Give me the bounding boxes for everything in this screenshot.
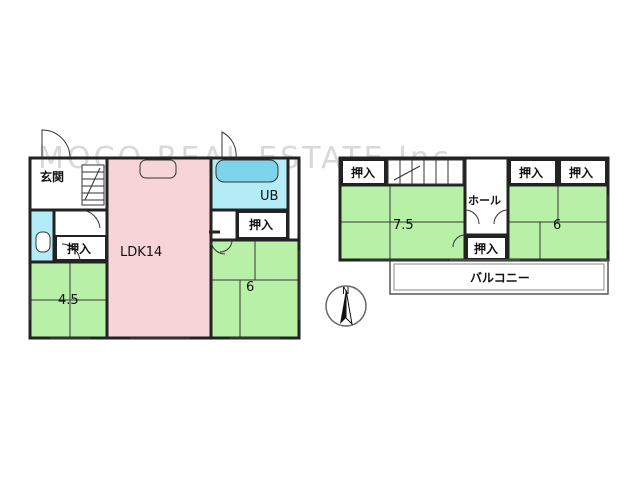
- room-upper-right-label: 6: [553, 218, 561, 233]
- stairs-floor2: [387, 159, 464, 185]
- closet-right-label: 押入: [249, 217, 273, 232]
- floor-1: 玄関 押入 4.5 LDK14 UB 押入 6: [28, 129, 301, 340]
- floor1-inner-walls: [30, 158, 299, 338]
- closet-upper-1-label: 押入: [351, 165, 375, 180]
- closet-left-label: 押入: [67, 241, 91, 256]
- windows-floor1: [29, 250, 300, 339]
- closet-upper-4-label: 押入: [474, 241, 498, 256]
- closet-upper-4: [466, 236, 507, 260]
- windows-floor2: [360, 195, 609, 261]
- room-upper-left-label: 7.5: [393, 218, 414, 233]
- toilet-icon: [35, 231, 51, 253]
- ldk-fill: [107, 158, 211, 338]
- compass: N: [325, 285, 367, 327]
- tatami-lines-upper: [340, 185, 608, 260]
- stairs-floor1: [81, 164, 105, 206]
- balcony-outline: [389, 259, 609, 295]
- bathtub-icon: [215, 159, 279, 183]
- compass-needle-outline-icon: [345, 289, 353, 326]
- ldk-label: LDK14: [120, 245, 162, 260]
- compass-needle-icon: [340, 290, 346, 324]
- floor-2: 押入 押入 押入 押入 7.5 ホール 6 バルコニー: [338, 156, 610, 295]
- balcony-label: バルコニー: [470, 271, 530, 285]
- hall-label: ホール: [468, 194, 501, 207]
- closet-upper-2-label: 押入: [519, 165, 543, 180]
- closet-left: [55, 235, 107, 261]
- entrance-label: 玄関: [40, 169, 64, 184]
- tatami-lines-left: [30, 262, 107, 338]
- closet-right: [237, 211, 288, 239]
- closet-upper-3: [559, 159, 607, 185]
- balcony-inner: [393, 263, 605, 291]
- closet-upper-1: [341, 159, 386, 185]
- compass-ring: [325, 285, 367, 327]
- closet-upper-3-label: 押入: [569, 165, 593, 180]
- closet-upper-2: [509, 159, 557, 185]
- room-left-label: 4.5: [58, 293, 79, 308]
- room-right-label: 6: [246, 280, 254, 295]
- tatami-lines-right: [211, 240, 299, 338]
- bath-label: UB: [260, 189, 278, 204]
- doors-floor1: [41, 129, 237, 263]
- kitchen-sink-icon: [139, 159, 177, 179]
- compass-north-label: N: [342, 286, 349, 297]
- doors-floor2: [452, 209, 509, 248]
